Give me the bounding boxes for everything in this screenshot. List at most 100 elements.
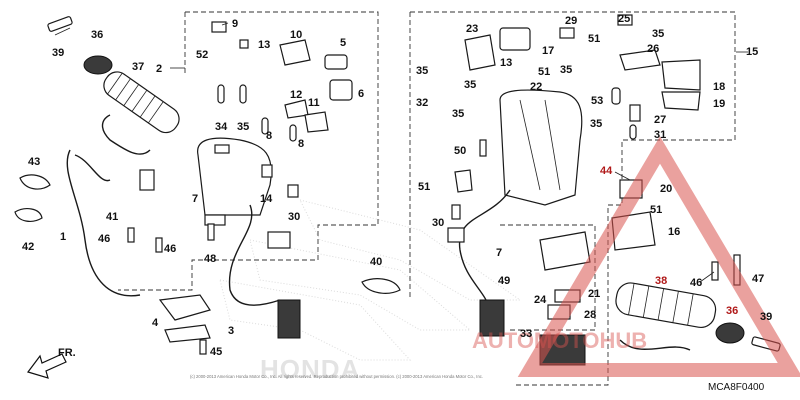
callout-18: 18	[713, 81, 725, 93]
switch-block-right	[479, 299, 505, 337]
clip-30	[287, 184, 299, 198]
right-group-frame	[410, 11, 736, 386]
callout-49: 49	[498, 275, 510, 287]
connector-41	[139, 169, 155, 191]
callout-13b: 13	[500, 57, 512, 69]
callout-34: 34	[215, 121, 228, 133]
callout-50: 50	[454, 145, 466, 157]
callout-46c: 46	[690, 277, 702, 289]
pin-31	[629, 124, 637, 140]
callout-37: 37	[132, 61, 144, 73]
bracket-9	[211, 21, 227, 33]
callout-43: 43	[28, 156, 40, 168]
screw-46a	[127, 227, 135, 243]
pin-8b	[289, 124, 297, 142]
left-group-frame	[118, 11, 379, 291]
left-grip-37	[103, 71, 180, 134]
callout-30b: 30	[432, 217, 444, 229]
housing-cap	[214, 144, 230, 154]
callout-15: 15	[746, 46, 758, 58]
callout-36: 36	[91, 29, 103, 41]
callout-4: 4	[152, 317, 159, 329]
callout-44: 44	[600, 165, 613, 177]
callout-33: 33	[520, 328, 532, 340]
callout-36b: 36	[726, 305, 738, 317]
heater-wire-41	[101, 114, 151, 155]
housing-tab	[204, 214, 226, 226]
callout-8b: 8	[298, 138, 304, 150]
bracket-3	[164, 324, 211, 343]
callout-38: 38	[655, 275, 667, 287]
plate-19	[661, 91, 701, 111]
callout-35a: 35	[237, 121, 249, 133]
callout-32: 32	[416, 97, 428, 109]
callout-17: 17	[542, 45, 554, 57]
callout-13a: 13	[258, 39, 270, 51]
callout-25: 25	[618, 13, 630, 25]
callout-5: 5	[340, 37, 346, 49]
left-hardware	[211, 21, 353, 198]
callout-10: 10	[290, 29, 302, 41]
watermark-logo: AUTOMOTOHUB	[472, 136, 800, 377]
left-switch-housing	[158, 137, 301, 355]
callout-51c: 51	[588, 33, 600, 45]
screw-46c	[711, 261, 719, 281]
bracket-29	[559, 27, 575, 39]
plate-10	[279, 39, 311, 66]
callout-48: 48	[204, 253, 216, 265]
screw-46b	[155, 237, 163, 253]
honda-wing-watermark	[219, 199, 522, 361]
callout-30a: 30	[288, 211, 300, 223]
clamp-40	[361, 278, 401, 294]
harness-right	[458, 189, 511, 311]
clamp-42	[14, 208, 43, 222]
callout-9: 9	[232, 18, 238, 30]
callout-35e: 35	[560, 64, 572, 76]
screw-45	[199, 339, 207, 355]
front-direction-arrow: FR.	[27, 347, 76, 379]
callout-27: 27	[654, 114, 666, 126]
connector-right	[447, 227, 465, 243]
callout-6: 6	[358, 88, 364, 100]
callout-11: 11	[308, 97, 320, 109]
pin-53	[611, 87, 621, 105]
clip-51	[454, 169, 473, 193]
callout-22: 22	[530, 81, 542, 93]
callout-35f: 35	[590, 118, 602, 130]
callout-26: 26	[647, 43, 659, 55]
bracket-25	[617, 14, 633, 26]
direction-label: FR.	[58, 347, 76, 359]
callout-51d: 51	[650, 204, 662, 216]
bracket-4	[158, 294, 211, 321]
switch-unit-52	[539, 231, 591, 271]
callout-52: 52	[196, 49, 208, 61]
switch-17	[499, 27, 531, 51]
callout-46b: 46	[164, 243, 176, 255]
bolt-39	[47, 16, 73, 32]
housing-22	[499, 89, 583, 206]
cable-end	[74, 154, 111, 182]
callout-7b: 7	[496, 247, 502, 259]
callout-7a: 7	[192, 193, 198, 205]
left-grip-assembly	[14, 16, 180, 297]
housing-7	[197, 137, 272, 216]
callout-3: 3	[228, 325, 234, 337]
callout-8a: 8	[266, 130, 272, 142]
callout-35g: 35	[652, 28, 664, 40]
switch-block	[277, 299, 301, 339]
grip-end-36b	[715, 322, 745, 344]
cover-6	[329, 79, 353, 101]
callouts: 36 39 37 2 43 42 1 41 46 46 7 48 4 3 45 …	[22, 13, 772, 358]
bracket-23	[464, 34, 496, 71]
watermark-text: AUTOMOTOHUB	[472, 328, 647, 353]
connector-left	[267, 231, 291, 249]
callout-35b: 35	[416, 65, 428, 77]
callout-39: 39	[52, 47, 64, 59]
callout-42: 42	[22, 241, 34, 253]
throttle-cable-1	[66, 149, 141, 297]
plate-26	[619, 49, 661, 71]
callout-41: 41	[106, 211, 118, 223]
heater-wire-right	[619, 339, 691, 351]
